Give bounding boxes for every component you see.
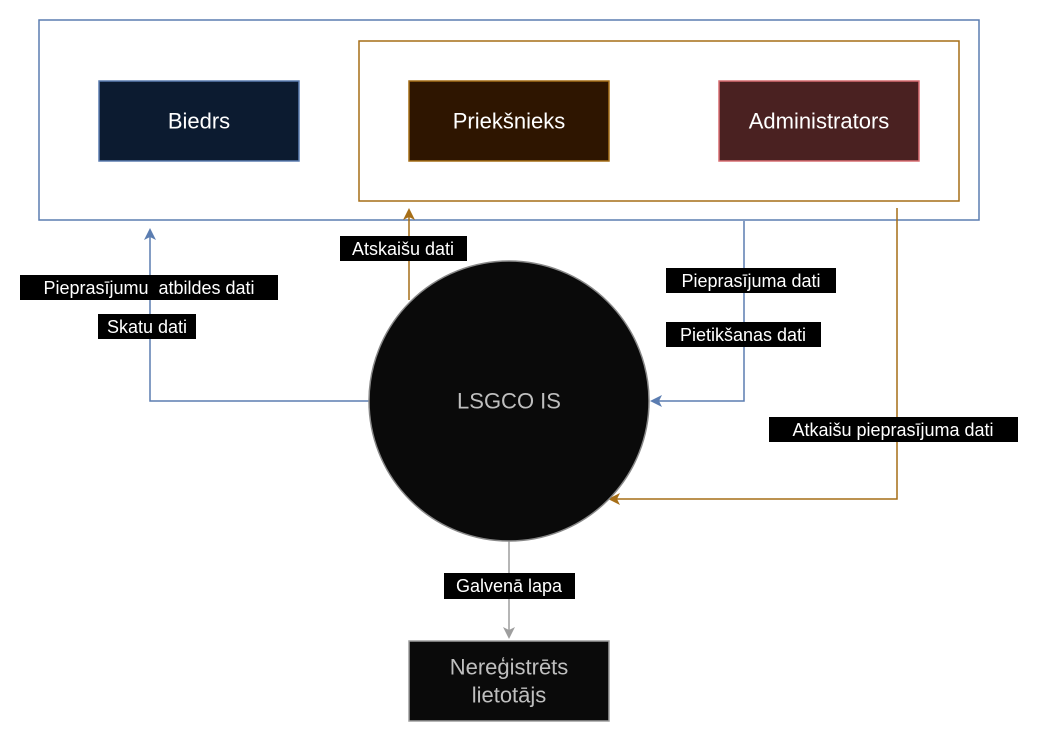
neregistrets-node: Nereģistrēts lietotājs [408, 640, 610, 722]
edge-administrators-to-system [608, 208, 898, 505]
inner-actors-group [358, 40, 960, 202]
svg-text:Atkaišu pieprasījuma dati: Atkaišu pieprasījuma dati [792, 420, 993, 440]
system-node: LSGCO IS [368, 260, 650, 542]
prieksnieks-node: Priekšnieks [408, 80, 610, 162]
label-atkaisu-pieprasijuma: Atkaišu pieprasījuma dati [769, 417, 1018, 442]
outer-actors-group [38, 19, 980, 221]
neregistrets-label-line2: lietotājs [472, 683, 547, 708]
edge-group-to-system [650, 221, 745, 407]
prieksnieks-label: Priekšnieks [453, 109, 565, 134]
label-pietiksanas-dati: Pietikšanas dati [666, 322, 821, 347]
biedrs-label: Biedrs [168, 109, 230, 134]
svg-text:Atskaišu dati: Atskaišu dati [352, 239, 454, 259]
svg-text:Skatu dati: Skatu dati [107, 317, 187, 337]
system-label: LSGCO IS [457, 389, 561, 414]
label-atskaisu-dati: Atskaišu dati [340, 236, 467, 261]
svg-text:Galvenā lapa: Galvenā lapa [456, 576, 563, 596]
svg-text:Pieprasījumu atbildes dati: Pieprasījumu atbildes dati [43, 278, 254, 298]
administrators-label: Administrators [749, 109, 890, 134]
label-pieprasijumu-atbildes: Pieprasījumu atbildes dati [20, 275, 278, 300]
neregistrets-label-line1: Nereģistrēts [450, 655, 569, 680]
label-galvena-lapa: Galvenā lapa [444, 573, 575, 599]
svg-text:Pietikšanas dati: Pietikšanas dati [680, 325, 806, 345]
administrators-node: Administrators [718, 80, 920, 162]
label-skatu-dati: Skatu dati [98, 314, 196, 339]
svg-text:Pieprasījuma dati: Pieprasījuma dati [681, 271, 820, 291]
biedrs-node: Biedrs [98, 80, 300, 162]
label-pieprasijuma-dati: Pieprasījuma dati [666, 268, 836, 293]
